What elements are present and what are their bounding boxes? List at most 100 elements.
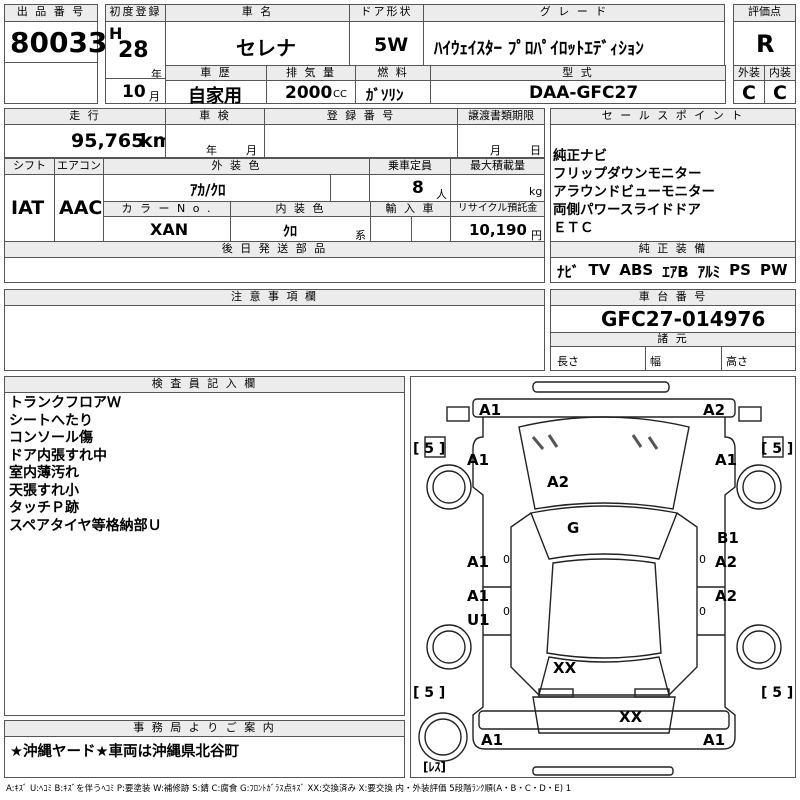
history-cell: 自家用 <box>165 80 267 107</box>
mark-left-front-door: A1 <box>467 553 489 571</box>
displacement-cell: 2000 CC <box>266 80 356 104</box>
sales-point: アラウンドビューモニター <box>553 184 715 200</box>
lot-no: 80033 <box>10 26 108 59</box>
fuel: ｶﾞｿﾘﾝ <box>366 86 404 104</box>
ext-color-cell: ｱｶ/ｸﾛ <box>103 174 331 202</box>
rear-light-right <box>634 688 670 698</box>
int-color: ｸﾛ <box>283 224 297 240</box>
mark-rear-right: A1 <box>703 731 725 749</box>
equipment-item: TV <box>588 261 611 279</box>
int-color-cell: ｸﾛ 系 <box>230 216 371 242</box>
chassis-cell: GFC27-014976 <box>550 305 796 333</box>
tire-label-rear-left: [ 5 ] <box>413 685 445 701</box>
mark-front-right: A2 <box>703 401 725 419</box>
max-load-cell: kg <box>450 174 545 202</box>
inspector-note: 天張すれ小 <box>9 482 79 499</box>
reg-month: 10 <box>122 82 146 102</box>
ext-color-header: 外 装 色 <box>103 158 370 175</box>
hood-vents <box>531 434 659 450</box>
shift-header: シフト <box>4 158 55 175</box>
fuel-header: 燃 料 <box>355 65 431 81</box>
first-reg-header: 初度登録 <box>105 4 166 22</box>
right-side-box <box>762 436 784 458</box>
car-name-header: 車 名 <box>165 4 350 22</box>
sales-point: フリップダウンモニター <box>553 166 702 182</box>
door-mark-left-rear: 0 <box>503 605 510 618</box>
exterior-header: 外装 <box>733 65 765 81</box>
capacity-cell: 8 人 <box>369 174 451 202</box>
equipment-item: ABS <box>619 261 654 279</box>
inspection-cell: 年 月 <box>165 124 265 158</box>
inspection-month-unit: 月 <box>246 144 257 157</box>
exterior-grade: C <box>742 82 756 104</box>
equipment-item: ﾅﾋﾞ <box>557 263 580 281</box>
damage-diagram: [ 5 ] [ 5 ] [ 5 ] [ 5 ] [ﾚｽ] 0 0 0 0 A1 … <box>410 376 796 778</box>
door-type: 5W <box>374 34 409 56</box>
int-color-header: 内 装 色 <box>230 201 371 217</box>
equipment-item: ｴｱB <box>662 263 689 281</box>
model-code: DAA-GFC27 <box>529 83 639 103</box>
mark-rear-bumper: XX <box>619 708 643 726</box>
interior-cell: C <box>764 80 796 104</box>
tire-spare <box>418 712 468 762</box>
chassis-header: 車 台 番 号 <box>550 289 796 306</box>
equipment-item: PW <box>759 261 788 279</box>
rear-bumper-bar <box>532 766 674 776</box>
score-cell: R <box>733 21 796 66</box>
tire-label-front-right: [ 5 ] <box>761 441 793 457</box>
ext-color-extra <box>330 174 370 202</box>
dimensions-header: 諸 元 <box>550 332 796 347</box>
score-header: 評価点 <box>733 4 796 22</box>
tire-front-left <box>426 464 472 510</box>
notes-header: 注 意 事 項 欄 <box>4 289 545 306</box>
history: 自家用 <box>188 86 242 107</box>
color-no-cell: XAN <box>103 216 231 242</box>
mark-right-front-door-2: A2 <box>715 553 737 571</box>
sales-points-cell: 純正ナビ フリップダウンモニター アラウンドビューモニター 両側パワースライドド… <box>550 124 796 242</box>
sales-points-header: セ ー ル ス ポ イ ン ト <box>550 108 796 125</box>
mark-left-rear-door-2: U1 <box>467 611 490 629</box>
door-header: ドア形状 <box>349 4 424 22</box>
right-pillar <box>668 512 698 696</box>
mark-right-rear-door: A2 <box>715 587 737 605</box>
inspector-header: 検 査 員 記 入 欄 <box>4 376 405 393</box>
recycle-header: リサイクル預託金 <box>450 201 545 217</box>
door-lines <box>483 586 725 636</box>
lot-no-blank <box>4 62 98 104</box>
history-header: 車 歴 <box>165 65 267 81</box>
model-code-cell: DAA-GFC27 <box>430 80 726 104</box>
inspection-header: 車 検 <box>165 108 265 125</box>
inspector-note: タッチＰ跡 <box>9 500 79 516</box>
door-mark-left-front: 0 <box>503 553 510 566</box>
door-mark-right-rear: 0 <box>699 605 706 618</box>
first-reg-cell: H 28 年 <box>105 21 166 81</box>
lot-no-cell: 80033 <box>4 21 107 63</box>
front-light-right <box>738 406 762 422</box>
grade: ﾊｲｳｪｲｽﾀｰ ﾌﾟﾛﾊﾟｲﾛｯﾄｴﾃﾞｨｼｮﾝ <box>434 39 644 59</box>
registration-header: 登 録 番 号 <box>264 108 458 125</box>
door-mark-right-front: 0 <box>699 553 706 566</box>
inspector-notes: トランクフロアＷ シートへたり コンソール傷 ドア内張すれ中 室内薄汚れ 天張す… <box>9 395 162 535</box>
mark-hood: A2 <box>547 473 569 491</box>
era: H <box>109 24 123 43</box>
equipment-item: PS <box>729 261 751 279</box>
sales-point: ＥＴＣ <box>553 220 594 236</box>
body-outline <box>472 417 736 750</box>
front-bumper <box>532 381 670 393</box>
model-code-header: 型 式 <box>430 65 726 81</box>
hood <box>518 416 690 510</box>
office-header: 事 務 局 よ り ご 案 内 <box>4 720 405 737</box>
tire-rear-left <box>426 624 472 670</box>
grade-cell: ﾊｲｳｪｲｽﾀｰ ﾌﾟﾛﾊﾟｲﾛｯﾄｴﾃﾞｨｼｮﾝ <box>423 21 725 66</box>
inspector-note: シートへたり <box>9 412 93 429</box>
displacement: 2000 <box>285 83 333 103</box>
windshield <box>530 505 678 560</box>
interior-header: 内装 <box>764 65 796 81</box>
mileage: 95,765 <box>71 130 145 152</box>
later-parts-cell <box>4 257 545 283</box>
reg-year-unit: 年 <box>151 68 162 81</box>
inspector-note: ドア内張すれ中 <box>9 447 107 464</box>
import-cell-a <box>370 216 412 242</box>
inspection-year-unit: 年 <box>206 144 217 157</box>
width-label: 幅 <box>650 355 661 368</box>
